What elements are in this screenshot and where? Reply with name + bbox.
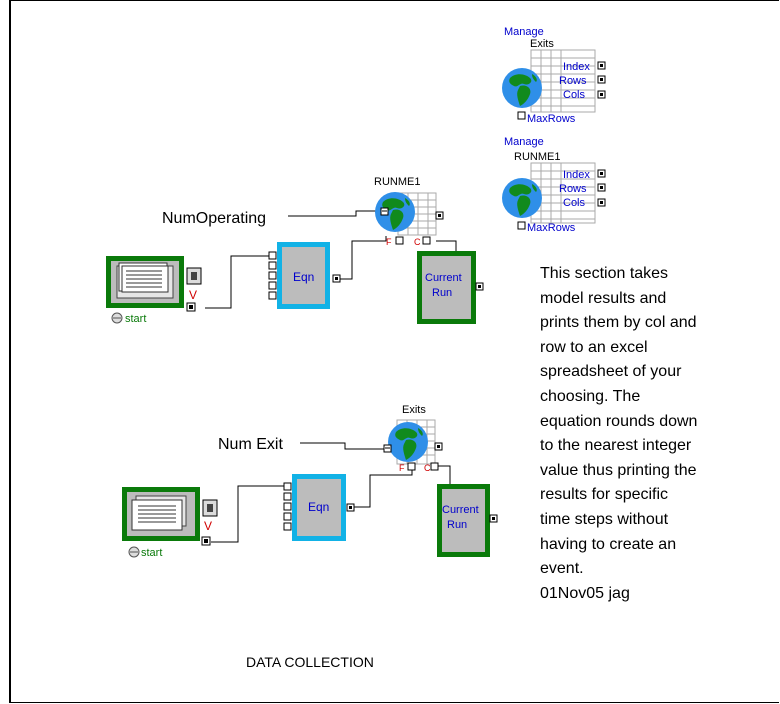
top-current-run-block[interactable]: Current Run	[417, 251, 484, 324]
top-file-block[interactable]: V	[106, 256, 202, 312]
top-eqn-block[interactable]: Eqn	[268, 242, 341, 309]
manage-exits-name-label: Exits	[530, 38, 554, 50]
manage-exits-manage-label: Manage	[504, 26, 544, 38]
manage-runme-block[interactable]: Manage RUNME1 Index Rows Cols	[502, 136, 606, 234]
top-eqn-label: Eqn	[293, 270, 314, 284]
manage-runme-manage-label: Manage	[504, 136, 544, 148]
top-current-label: Current	[425, 272, 462, 284]
manage-runme-maxrows-label: MaxRows	[527, 222, 576, 234]
bottom-node-label: Exits	[402, 404, 426, 416]
manage-runme-index-label: Index	[563, 169, 590, 181]
bottom-c-label: C	[424, 463, 431, 473]
top-f-label: F	[386, 237, 392, 247]
worksheet-frame	[9, 0, 779, 703]
top-c-label: C	[414, 237, 421, 247]
top-input-label: NumOperating	[162, 210, 266, 227]
top-node-label: RUNME1	[374, 176, 420, 188]
description-text: This section takes model results and pri…	[540, 265, 698, 602]
bottom-v-label: V	[204, 519, 212, 533]
bottom-run-label: Run	[447, 519, 467, 531]
bottom-current-label: Current	[442, 504, 479, 516]
bottom-file-block[interactable]: V	[122, 487, 218, 546]
bottom-start-icon[interactable]	[128, 546, 140, 558]
manage-exits-block[interactable]: Manage Exits Index Rows Cols	[502, 26, 606, 125]
bottom-input-label: Num Exit	[218, 436, 283, 453]
manage-runme-cols-label: Cols	[563, 197, 586, 209]
manage-exits-maxrows-label: MaxRows	[527, 113, 576, 125]
top-start-icon[interactable]	[111, 312, 123, 324]
section-title: DATA COLLECTION	[246, 654, 374, 670]
manage-exits-cols-label: Cols	[563, 89, 586, 101]
manage-runme-name-label: RUNME1	[514, 151, 560, 163]
manage-exits-rows-label: Rows	[559, 75, 587, 87]
bottom-exits-node[interactable]: F C Exits	[383, 404, 443, 473]
bottom-eqn-label: Eqn	[308, 500, 329, 514]
bottom-start-label: start	[141, 547, 162, 559]
top-runme-node[interactable]: F C RUNME1	[374, 176, 444, 247]
bottom-eqn-block[interactable]: Eqn	[283, 474, 355, 541]
bottom-current-run-block[interactable]: Current Run	[437, 484, 498, 557]
bottom-f-label: F	[399, 463, 405, 473]
top-run-label: Run	[432, 287, 452, 299]
manage-exits-index-label: Index	[563, 61, 590, 73]
top-start-label: start	[125, 313, 146, 325]
manage-runme-rows-label: Rows	[559, 183, 587, 195]
top-v-label: V	[189, 288, 197, 302]
